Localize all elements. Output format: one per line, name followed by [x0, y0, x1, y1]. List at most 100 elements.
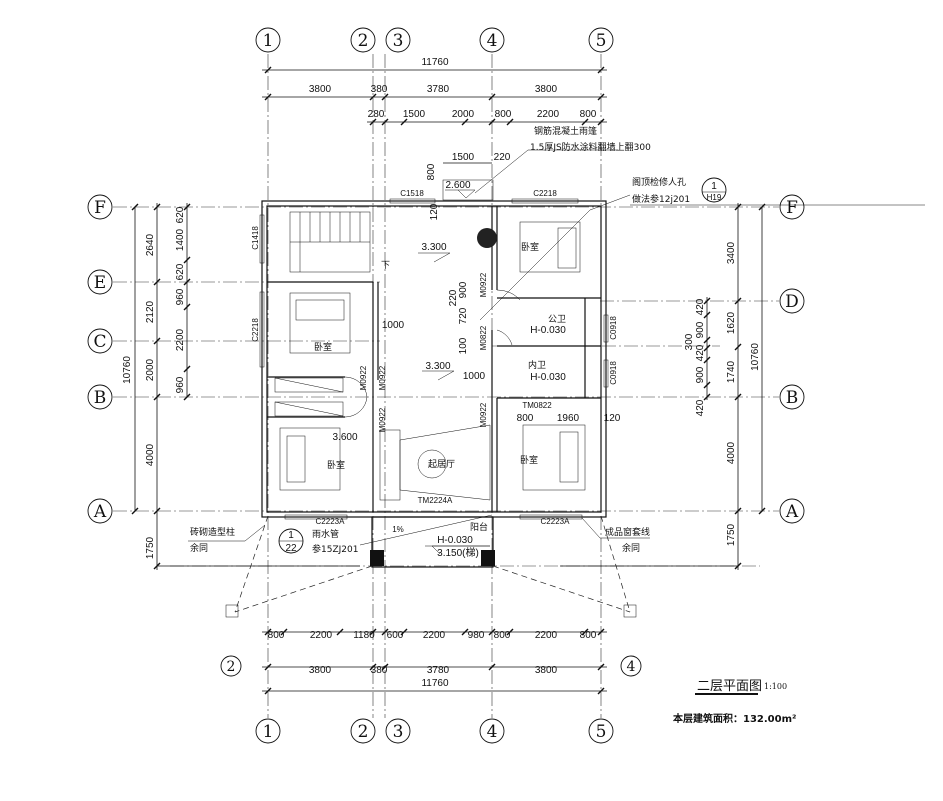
axis-bubbles-top: 1 2 3 4 5 [255, 27, 614, 53]
dim-bottom: 2200 [423, 630, 446, 641]
level-bedroom: 3.600 [332, 432, 357, 443]
axis-label-1: 1 [263, 722, 274, 742]
pipe-detail-page: 22 [285, 543, 297, 554]
detail-number: 1 [711, 181, 717, 192]
axis-label-5: 5 [596, 722, 607, 742]
slope-label: 1% [392, 525, 404, 534]
dim-top: 380 [371, 84, 388, 95]
note-same-2: 余同 [622, 542, 640, 554]
dim-bottom: 600 [387, 630, 404, 641]
dim-left: 2640 [145, 233, 156, 256]
canopy-height: 800 [426, 163, 437, 180]
note-downpipe: 雨水管 [312, 528, 339, 540]
dim-right: 3400 [726, 241, 737, 264]
window-label: C0918 [609, 361, 618, 385]
axis-label-C: C [93, 332, 106, 352]
door-label: M0822 [479, 325, 488, 350]
dim-inner: 1000 [382, 320, 405, 331]
dim-left-inner: 620 [175, 263, 186, 280]
dim-bottom: 1180 [353, 630, 375, 641]
room-inner-bath: 内卫 [528, 359, 546, 371]
room-public-bath: 公卫 [548, 314, 566, 325]
dim-bottom: 2200 [535, 630, 558, 641]
dim-right-inner: 300 [684, 333, 695, 350]
opening-labels: C1518 C2218 C1418 C2218 C0918 C0918 M092… [251, 189, 618, 526]
building-walls [259, 198, 609, 568]
door-label: M0922 [378, 365, 387, 390]
note-canopy: 钢筋混凝土雨篷 [534, 125, 597, 137]
axis-grid-lines [113, 54, 779, 718]
dim-bottom: 800 [494, 630, 511, 641]
dim-top: 3780 [427, 84, 450, 95]
axis-label-F: F [94, 198, 106, 218]
window-label: C1518 [400, 189, 424, 198]
dim-bottom: 800 [268, 630, 285, 641]
dim-total-bottom: 11760 [421, 678, 449, 689]
level-inner-bath: H-0.030 [530, 372, 566, 383]
window-label: C2223A [541, 517, 571, 526]
canopy-offset: 220 [494, 152, 511, 163]
floor-area: 本层建筑面积：132.00m² [673, 712, 796, 725]
axis-label-2: 2 [358, 31, 369, 51]
axis-bubbles-left: F E C B A [87, 194, 113, 524]
drawing-scale: 1:100 [764, 682, 787, 691]
dim-inner: 720 [458, 307, 469, 324]
dim-left-inner: 960 [175, 376, 186, 393]
dim-left-inner: 620 [175, 206, 186, 223]
canopy: 1500 220 800 120 2.600 [426, 152, 511, 220]
dim-right-total: 10760 [750, 343, 761, 371]
dim-bottom: 380 [371, 665, 388, 676]
axis-label-4: 4 [487, 722, 498, 742]
dim-top: 2000 [452, 109, 475, 120]
dim-inner: 100 [458, 337, 469, 354]
axis-label-B: B [786, 388, 799, 408]
window-label: C0918 [609, 316, 618, 340]
dim-inner: 1960 [557, 413, 580, 424]
dim-right: 1750 [726, 523, 737, 546]
axis-bubbles-bottom: 1 2 3 4 5 2 4 [220, 655, 642, 744]
axis-label-A: A [785, 502, 799, 522]
dim-right-inner: 900 [695, 366, 706, 383]
axis-label-1: 1 [263, 31, 274, 51]
dim-right-inner: 420 [695, 298, 706, 315]
dim-right: 1620 [726, 311, 737, 334]
door-label: TM2224A [418, 496, 453, 505]
room-bedroom-ne: 卧室 [521, 241, 539, 253]
axis-label-F: F [786, 198, 798, 218]
window-label: C2223A [316, 517, 346, 526]
axis-label-4-sub: 4 [627, 659, 636, 675]
dim-left: 2120 [145, 300, 156, 323]
staircase [289, 211, 371, 273]
room-bedroom-w: 卧室 [314, 341, 332, 353]
room-labels: 卧室 卧室 卧室 卧室 公卫 内卫 起居厅 阳台 下 [314, 241, 566, 533]
dim-right-inner: 900 [695, 321, 706, 338]
wall-thickness: 120 [429, 203, 440, 220]
dim-top: 800 [580, 109, 597, 120]
bottom-dimensions: 800 2200 1180 600 2200 980 800 2200 800 … [262, 628, 607, 695]
dim-right-inner: 420 [695, 344, 706, 361]
interior-dimensions: 1000 1000 1960 800 120 900 720 220 100 [382, 281, 621, 424]
dim-left: 4000 [145, 443, 156, 466]
dim-bottom: 3780 [427, 665, 450, 676]
dim-top: 3800 [309, 84, 332, 95]
right-dimensions: 3400 1620 1740 4000 1750 10760 420 900 3… [560, 203, 766, 570]
dim-top: 1500 [403, 109, 426, 120]
dim-right: 1740 [726, 360, 737, 383]
window-label: C2218 [533, 189, 557, 198]
level-marks: 3.300 3.300 3.600 H-0.030 H-0.030 H-0.03… [332, 242, 566, 559]
level-public-bath: H-0.030 [530, 325, 566, 336]
window-label: C1418 [251, 226, 260, 250]
dim-top: 280 [368, 109, 385, 120]
dim-top: 3800 [535, 84, 558, 95]
dim-bottom: 3800 [309, 665, 332, 676]
axis-label-B: B [94, 388, 107, 408]
door-label: M0922 [479, 402, 488, 427]
dim-left-inner: 2200 [175, 328, 186, 351]
beds [279, 221, 586, 491]
dim-left-total: 10760 [122, 356, 133, 384]
title-block: 二层平面图 1:100 本层建筑面积：132.00m² [673, 679, 796, 725]
dim-top: 800 [495, 109, 512, 120]
axis-label-5: 5 [596, 31, 607, 51]
axis-label-A: A [93, 502, 107, 522]
